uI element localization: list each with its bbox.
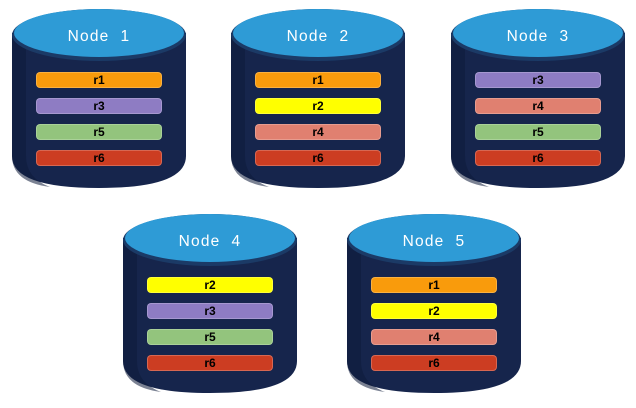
replica-bar-r4[interactable]: r4 (255, 124, 381, 140)
cylinder-left-shading (347, 238, 385, 392)
replica-bar-r3[interactable]: r3 (147, 303, 273, 319)
replica-label: r2 (428, 304, 440, 318)
cylinder-top-ellipse (14, 9, 184, 57)
replica-stack: r1 r2 r4 r6 (255, 72, 381, 166)
replica-bar-r5[interactable]: r5 (36, 124, 162, 140)
cylinder-left-shading (231, 33, 269, 187)
replica-bar-r2[interactable]: r2 (371, 303, 497, 319)
cylinder-top-ellipse (453, 9, 623, 57)
replica-bar-r6[interactable]: r6 (371, 355, 497, 371)
replica-bar-r5[interactable]: r5 (147, 329, 273, 345)
cylinder-top-ellipse (233, 9, 403, 57)
replica-label: r5 (532, 125, 544, 139)
replica-label: r6 (93, 151, 105, 165)
replica-bar-r3[interactable]: r3 (36, 98, 162, 114)
replica-bar-r4[interactable]: r4 (475, 98, 601, 114)
replica-label: r4 (428, 330, 440, 344)
replica-bar-r6[interactable]: r6 (36, 150, 162, 166)
replica-label: r3 (93, 99, 105, 113)
replica-label: r1 (93, 73, 105, 87)
replica-bar-r2[interactable]: r2 (255, 98, 381, 114)
replica-bar-r1[interactable]: r1 (371, 277, 497, 293)
replica-bar-r1[interactable]: r1 (255, 72, 381, 88)
replica-label: r4 (312, 125, 324, 139)
replica-stack: r3 r4 r5 r6 (475, 72, 601, 166)
replica-label: r3 (204, 304, 216, 318)
replica-label: r6 (312, 151, 324, 165)
cylinder-left-shading (123, 238, 161, 392)
replica-label: r2 (204, 278, 216, 292)
replica-stack: r1 r2 r4 r6 (371, 277, 497, 371)
cylinder-top-ellipse (125, 214, 295, 262)
replica-label: r6 (428, 356, 440, 370)
replica-label: r5 (204, 330, 216, 344)
cylinder-left-shading (12, 33, 50, 187)
replica-bar-r2[interactable]: r2 (147, 277, 273, 293)
replica-label: r4 (532, 99, 544, 113)
replica-label: r3 (532, 73, 544, 87)
replica-bar-r3[interactable]: r3 (475, 72, 601, 88)
replica-label: r6 (532, 151, 544, 165)
replica-bar-r5[interactable]: r5 (475, 124, 601, 140)
replica-label: r6 (204, 356, 216, 370)
replica-bar-r6[interactable]: r6 (147, 355, 273, 371)
replica-label: r1 (428, 278, 440, 292)
cylinder-top-ellipse (349, 214, 519, 262)
replica-bar-r6[interactable]: r6 (255, 150, 381, 166)
replica-stack: r2 r3 r5 r6 (147, 277, 273, 371)
replica-label: r2 (312, 99, 324, 113)
replica-bar-r1[interactable]: r1 (36, 72, 162, 88)
cylinder-left-shading (451, 33, 489, 187)
replica-label: r1 (312, 73, 324, 87)
replica-stack: r1 r3 r5 r6 (36, 72, 162, 166)
replica-bar-r6[interactable]: r6 (475, 150, 601, 166)
replica-label: r5 (93, 125, 105, 139)
replica-bar-r4[interactable]: r4 (371, 329, 497, 345)
